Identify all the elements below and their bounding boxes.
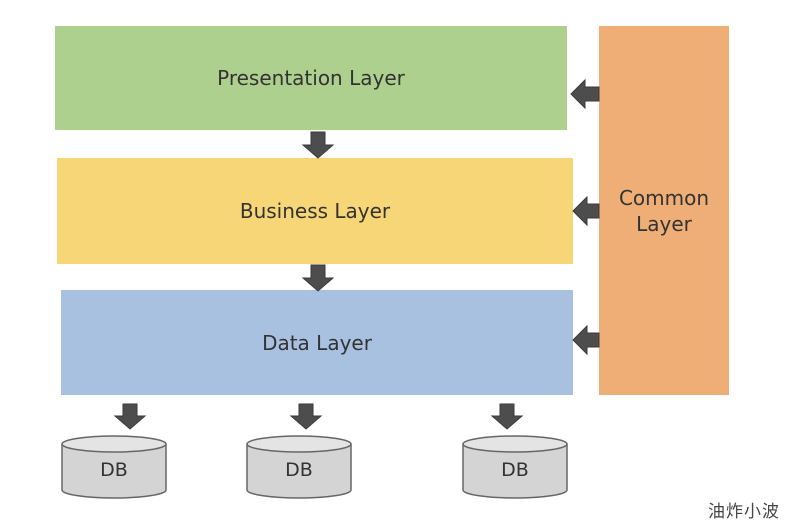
watermark-text: 油炸小波	[708, 502, 780, 522]
arrow-left-common-to-data	[572, 324, 600, 356]
arrow-down-business-to-data	[301, 264, 335, 292]
arrow-down-presentation-to-business	[301, 131, 335, 159]
database-2: DB	[246, 435, 352, 499]
arrow-left-common-to-business	[572, 195, 600, 227]
arrow-down-to-db-1	[113, 403, 147, 430]
common-layer-box: Common Layer	[599, 26, 729, 395]
arrow-down-to-db-3	[490, 403, 524, 430]
database-1-label: DB	[100, 459, 128, 481]
data-layer-box: Data Layer	[61, 290, 573, 395]
arrow-down-to-db-2	[289, 403, 323, 430]
database-1: DB	[61, 435, 167, 499]
common-layer-label: Common Layer	[618, 185, 710, 236]
presentation-layer-box: Presentation Layer	[55, 26, 567, 130]
arrow-left-common-to-presentation	[570, 78, 600, 110]
business-layer-label: Business Layer	[239, 199, 391, 223]
data-layer-label: Data Layer	[262, 330, 372, 355]
database-3-label: DB	[501, 459, 529, 481]
business-layer-box: Business Layer	[57, 158, 573, 264]
database-2-label: DB	[285, 459, 313, 481]
presentation-layer-label: Presentation Layer	[217, 66, 405, 90]
database-3: DB	[462, 435, 568, 499]
